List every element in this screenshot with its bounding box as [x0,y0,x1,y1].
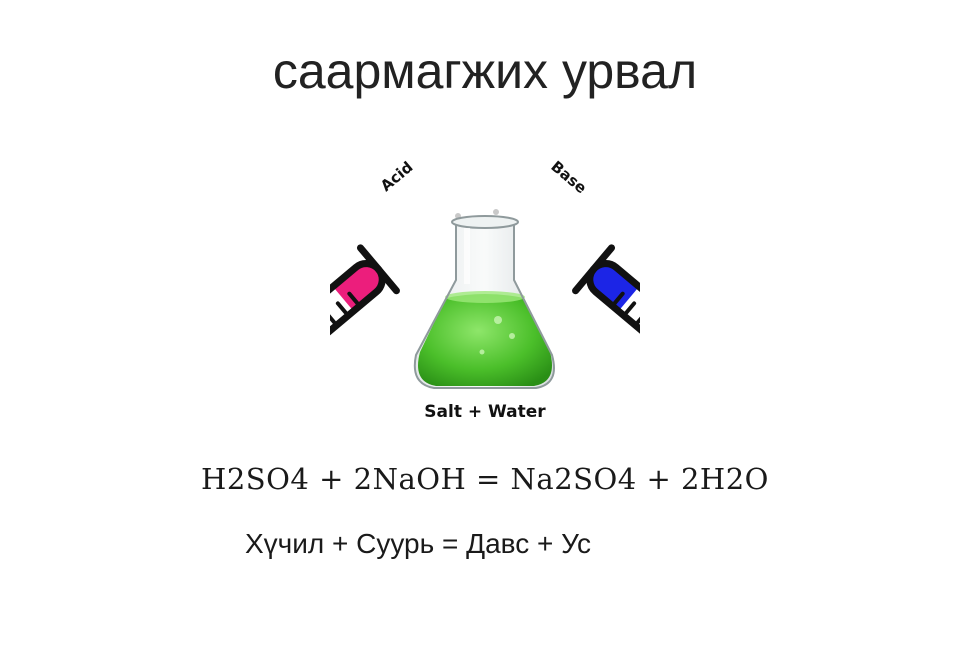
flask-liquid [418,294,552,386]
base-label: Base [547,157,590,197]
slide-title: саармагжих урвал [272,43,698,99]
acid-label: Acid [377,158,416,195]
chemical-equation: H2SO4 + 2NaOH = Na2SO4 + 2H2O [201,462,769,496]
product-label: Salt + Water [424,402,546,422]
word-equation: Хүчил + Суурь = Давс + Ус [245,528,592,559]
base-drop [493,209,499,215]
neutralization-illustration: Acid Base [330,140,640,430]
erlenmeyer-flask [413,215,555,389]
acid-test-tube [330,244,400,344]
base-test-tube [572,244,640,344]
